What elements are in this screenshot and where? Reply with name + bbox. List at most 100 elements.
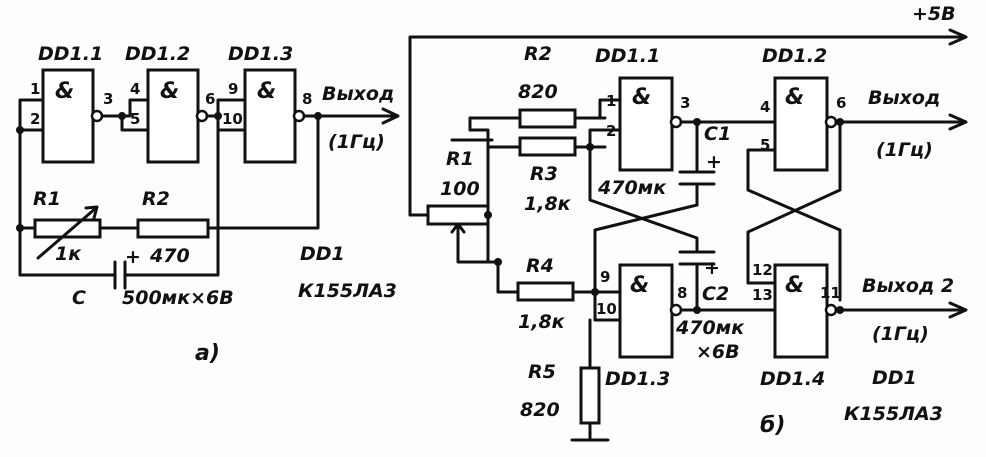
resistor-b-r4	[516, 281, 575, 302]
wire-a-output-to-r2	[206, 114, 320, 230]
junction-a-3	[118, 112, 126, 120]
resistor-b-r3	[518, 136, 577, 157]
value-b-c2-voltage: ×6В	[696, 341, 740, 363]
caption-b: б)	[760, 413, 785, 438]
arrow-b-output1	[948, 113, 968, 131]
junction-b-5	[591, 288, 599, 296]
circuit-b: +5В R1 100 R2 820 R3 1,8к & DD1.1 1 2 3	[408, 3, 968, 442]
resistor-a-r1	[33, 218, 102, 239]
junction-b-3	[836, 306, 844, 314]
junction-b-7	[484, 211, 492, 219]
pin-b-5: 5	[760, 136, 770, 154]
wire-b-r1-wiper	[456, 234, 500, 264]
label-a-c: C	[72, 287, 86, 309]
label-b-output2: Выход 2	[862, 275, 954, 297]
plus-a-c: +	[125, 246, 141, 268]
plus-b-c1: +	[706, 151, 722, 173]
ground-b	[570, 421, 610, 442]
resistor-a-r1-arrowhead	[84, 205, 99, 220]
junction-b-8	[586, 143, 594, 151]
arrow-a-output	[381, 107, 400, 125]
value-a-c: 500мк×6В	[122, 287, 234, 309]
wire-a-left-rail	[18, 128, 117, 277]
label-b-r3: R3	[530, 163, 558, 185]
wire-a-dd11-to-dd12-pin4	[100, 98, 150, 118]
label-b-c2: C2	[702, 283, 729, 305]
junction-a-2	[16, 224, 24, 232]
label-b-supply: +5В	[912, 3, 956, 25]
label-a-r1: R1	[33, 188, 61, 210]
pin-a-8: 8	[302, 90, 312, 108]
label-b-c1: C1	[704, 123, 731, 145]
pin-b-12: 12	[752, 261, 773, 279]
pin-b-8: 8	[677, 284, 687, 302]
gate-b-dd1-4	[773, 263, 829, 359]
label-a-r2: R2	[142, 188, 170, 210]
wire-b-pin2	[588, 128, 622, 149]
gate-a-dd1-1-symbol: &	[55, 79, 74, 104]
pin-a-6: 6	[205, 90, 215, 108]
wire-b-pin10	[593, 290, 622, 322]
value-b-r3: 1,8к	[524, 193, 572, 215]
pin-a-5: 5	[130, 110, 140, 128]
value-b-r5: 820	[520, 399, 560, 421]
gate-b-dd1-3-symbol: &	[630, 273, 649, 298]
junction-b-6	[494, 258, 502, 266]
gate-b-dd1-3-label: DD1.3	[605, 368, 670, 390]
gate-b-dd1-1-symbol: &	[632, 85, 651, 110]
resistor-b-r2	[518, 108, 577, 129]
pin-a-3: 3	[103, 90, 113, 108]
value-a-r2: 470	[149, 245, 190, 267]
gate-b-dd1-2-label: DD1.2	[762, 45, 827, 67]
gate-a-dd1-2	[146, 68, 200, 164]
pin-a-4: 4	[130, 80, 140, 98]
wire-b-cross-c2	[588, 145, 699, 252]
wire-b-dd12-pin5-cross	[746, 148, 842, 302]
gate-b-dd1-3	[618, 263, 674, 359]
pin-b-13: 13	[752, 286, 773, 304]
wire-a-inputs-join	[18, 98, 45, 132]
label-a-chip-name: DD1	[300, 243, 345, 265]
label-a-output-freq: (1Гц)	[328, 131, 385, 153]
pin-a-2: 2	[30, 110, 40, 128]
pin-a-10: 10	[222, 110, 243, 128]
junction-b-1	[693, 118, 701, 126]
pin-b-10: 10	[596, 300, 617, 318]
wire-a-dd11-to-dd12-pin5	[120, 114, 150, 132]
junction-a-4	[214, 112, 222, 120]
label-b-r5: R5	[528, 361, 556, 383]
label-b-output1: Выход	[868, 87, 940, 109]
gate-a-dd1-2-symbol: &	[160, 79, 179, 104]
pin-b-1: 1	[606, 92, 616, 110]
pin-b-3: 3	[680, 94, 690, 112]
wire-b-dd12-out-cross	[746, 120, 842, 285]
pin-b-2: 2	[606, 122, 616, 140]
wire-a-dd12-to-dd13-pin9	[205, 98, 247, 118]
resistor-b-r1-wiper	[450, 222, 466, 238]
junction-a-1	[16, 126, 24, 134]
wire-b-pin1	[573, 98, 622, 120]
value-b-c2: 470мк	[675, 317, 745, 339]
value-b-c1: 470мк	[597, 177, 667, 199]
label-b-r4: R4	[526, 255, 554, 277]
wire-b-cross-c1	[593, 203, 699, 294]
junction-b-2	[836, 118, 844, 126]
label-b-chip-type: К155ЛА3	[844, 403, 943, 425]
resistor-b-r5	[579, 366, 601, 425]
plus-b-c2: +	[704, 257, 720, 279]
gate-b-dd1-1-label: DD1.1	[595, 45, 660, 67]
label-b-r1: R1	[446, 148, 474, 170]
label-b-output2-freq: (1Гц)	[872, 323, 929, 345]
label-b-output1-freq: (1Гц)	[876, 139, 933, 161]
pin-b-11: 11	[820, 284, 841, 302]
gate-b-dd1-4-symbol: &	[785, 273, 804, 298]
arrow-b-supply	[948, 28, 968, 46]
pin-a-9: 9	[228, 80, 238, 98]
resistor-b-r1	[426, 204, 490, 226]
label-b-r2: R2	[524, 43, 552, 65]
value-b-r2: 820	[518, 81, 558, 103]
gate-a-dd1-2-label: DD1.2	[125, 43, 190, 65]
gate-a-dd1-1	[41, 68, 95, 164]
